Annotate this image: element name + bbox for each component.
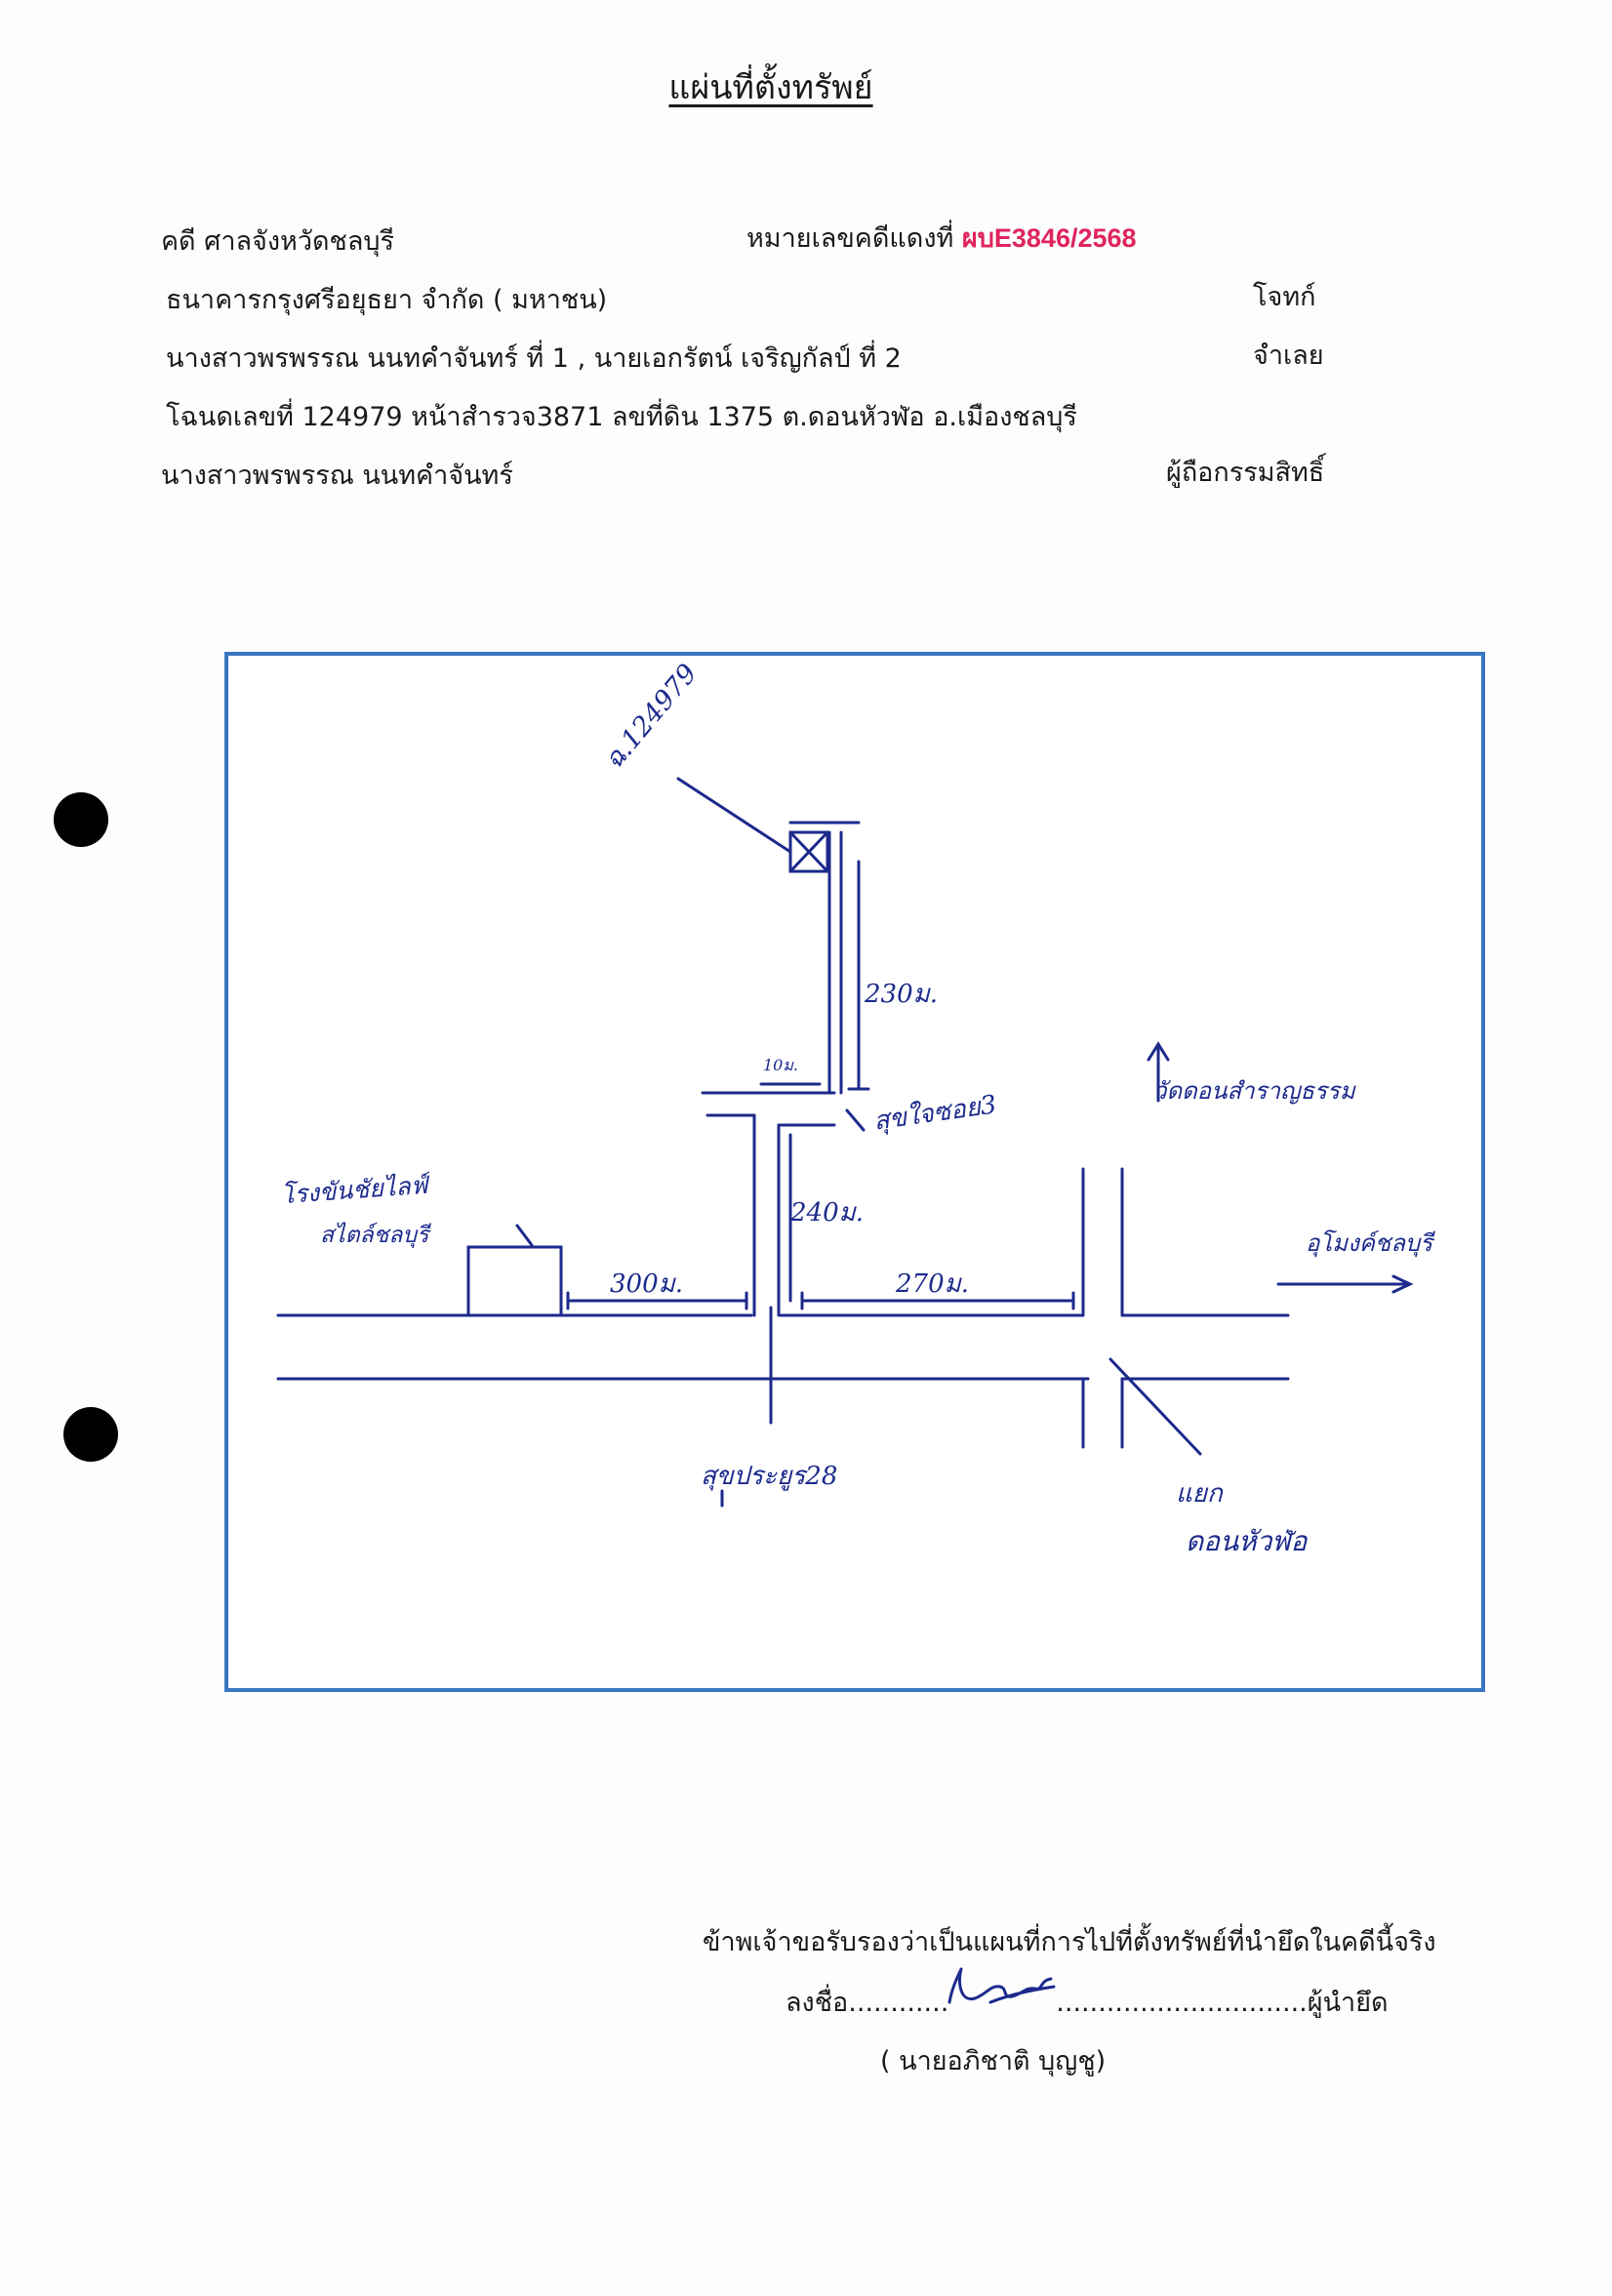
distance-240m-label: 240ม. (790, 1198, 865, 1228)
chonburi-arrow-head (1391, 1274, 1414, 1294)
case-number: ผบE3846/2568 (961, 223, 1137, 253)
temple-arrow-head (1147, 1041, 1170, 1062)
plot-x-b (788, 830, 829, 873)
soi3-pointer (845, 1108, 866, 1132)
temple-label: วัดดอนสำราญธรรม (1153, 1077, 1355, 1105)
signature-dots-left: ............ (848, 1988, 949, 2018)
distance-300m-label: 300ม. (610, 1269, 684, 1299)
binder-hole-bottom (63, 1407, 118, 1462)
soi28-label: สุขประยูร28 (701, 1462, 838, 1491)
chonburi-label: อุโมงค์ชลบุรี (1306, 1229, 1433, 1257)
owner-role: ผู้ถือกรรมสิทธิ์ (1166, 458, 1325, 488)
signature-dots-right: .............................. (1056, 1988, 1308, 2018)
deed-pointer (676, 777, 792, 854)
handwritten-signature (947, 1967, 1056, 2004)
defendant-role: จำเลย (1253, 341, 1324, 371)
signature-line: ลงชื่อ..................................… (786, 1981, 1389, 2023)
hotel-building (466, 1245, 563, 1317)
hotel-label-line2: สไตล์ชลบุรี (320, 1223, 429, 1248)
junction-pointer (1108, 1357, 1202, 1456)
plaintiff-role: โจทก์ (1253, 282, 1316, 312)
plaintiff-name: ธนาคารกรุงศรีอยุธยา จำกัด ( มหาชน) (166, 285, 608, 315)
certification-statement: ข้าพเจ้าขอรับรองว่าเป็นแผนที่การไปที่ตั้… (703, 1927, 1436, 1957)
distance-10m-label: 10ม. (763, 1056, 798, 1074)
signature-role: ผู้นำยึด (1307, 1988, 1389, 2018)
junction-label-line1: แยก (1176, 1479, 1223, 1509)
map-frame (224, 652, 1485, 1692)
signature-prefix: ลงชื่อ (786, 1988, 849, 2018)
location-sketch (276, 777, 1414, 1508)
hotel-pointer (515, 1224, 534, 1247)
case-label: หมายเลขคดีแดงที่ (746, 223, 954, 254)
owner-name: นางสาวพรพรรณ นนทคำจันทร์ (161, 461, 513, 491)
court-line: คดี ศาลจังหวัดชลบุรี (161, 226, 395, 257)
distance-230m-label: 230ม. (865, 980, 939, 1009)
distance-270m-label: 270ม. (896, 1269, 970, 1299)
binder-hole-top (54, 792, 108, 847)
deed-line: โฉนดเลขที่ 124979 หน้าสำรวจ3871 ลขที่ดิน… (166, 402, 1077, 432)
page-title: แผ่นที่ตั้งทรัพย์ (668, 68, 873, 107)
defendants-line: นางสาวพรพรรณ นนทคำจันทร์ ที่ 1 , นายเอกร… (166, 343, 902, 374)
case-number-line: หมายเลขคดีแดงที่ ผบE3846/2568 (746, 217, 1137, 259)
junction-label-line2: ดอนหัวฬ่อ (1186, 1525, 1308, 1557)
signer-name: ( นายอภิชาติ บุญชู) (880, 2046, 1107, 2076)
